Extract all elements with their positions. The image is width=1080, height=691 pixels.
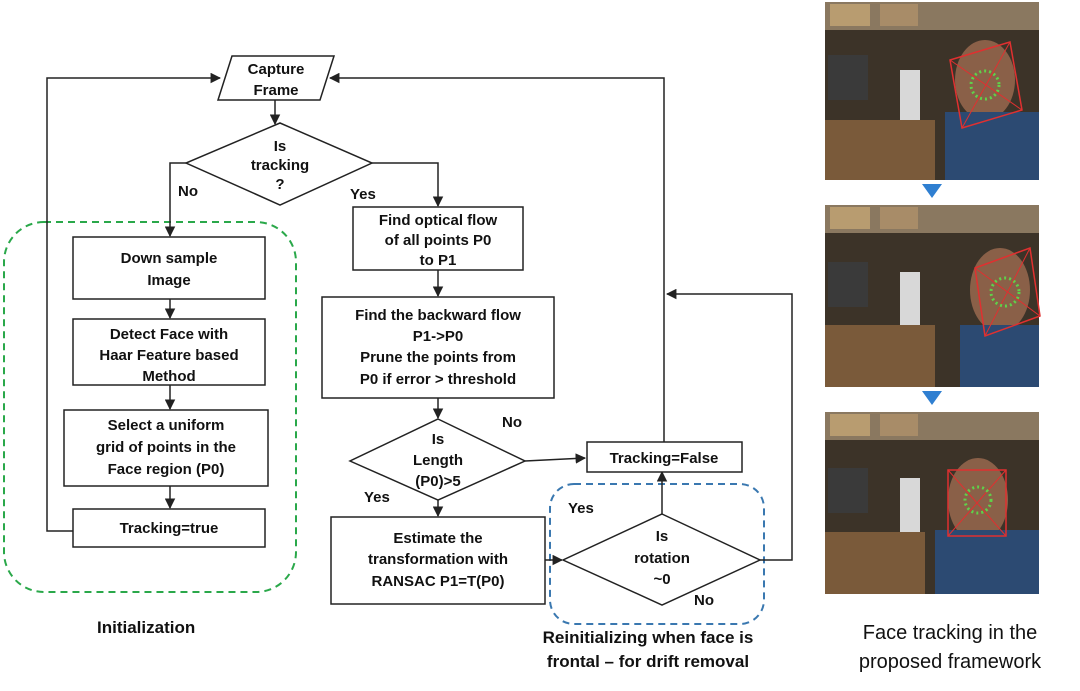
edge-label-no-length: No: [502, 414, 522, 431]
tracking-true-node: Tracking=true: [72, 508, 266, 548]
backward-flow-line-2: P1->P0: [413, 328, 463, 345]
capture-frame-node: Capture Frame: [216, 55, 336, 101]
down-arrow-icon: [922, 391, 942, 405]
edge-label-yes-length: Yes: [364, 489, 390, 506]
backward-flow-line-4: P0 if error > threshold: [360, 371, 516, 388]
down-sample-node: Down sample Image: [72, 236, 266, 300]
is-rotation-line-3: ~0: [653, 571, 670, 588]
is-rotation-decision: Is rotation ~0: [561, 513, 762, 606]
is-length-line-1: Is: [432, 431, 445, 448]
caption-reinit-line-2: frontal – for drift removal: [547, 652, 749, 671]
face-frame-2: [825, 205, 1041, 387]
optical-flow-line-1: Find optical flow: [379, 212, 498, 229]
edges: [46, 72, 793, 566]
face-frame-3: [825, 412, 1039, 594]
optical-flow-node: Find optical flow of all points P0 to P1: [352, 206, 524, 271]
capture-frame-line-1: Capture: [248, 61, 305, 78]
estimate-line-1: Estimate the: [393, 530, 482, 547]
backward-flow-line-1: Find the backward flow: [355, 307, 521, 324]
caption-face-line-2: proposed framework: [859, 651, 1042, 673]
is-length-line-2: Length: [413, 452, 463, 469]
is-length-line-3: (P0)>5: [415, 473, 460, 490]
edge-label-yes-tracking: Yes: [350, 186, 376, 203]
detect-face-line-2: Haar Feature based: [99, 347, 238, 364]
backward-flow-node: Find the backward flow P1->P0 Prune the …: [321, 296, 555, 399]
select-grid-line-1: Select a uniform: [108, 417, 225, 434]
edge-label-yes-rotation: Yes: [568, 500, 594, 517]
select-grid-node: Select a uniform grid of points in the F…: [63, 409, 269, 487]
tracking-true-label: Tracking=true: [120, 520, 219, 537]
is-rotation-line-2: rotation: [634, 550, 690, 567]
backward-flow-line-3: Prune the points from: [360, 349, 516, 366]
optical-flow-line-2: of all points P0: [385, 232, 492, 249]
tracking-false-node: Tracking=False: [586, 441, 743, 473]
edge-label-no-tracking: No: [178, 183, 198, 200]
is-tracking-decision: Is tracking ?: [184, 122, 374, 206]
is-length-decision: Is Length (P0)>5: [348, 418, 527, 501]
initialization-group: [3, 221, 297, 593]
tracking-false-label: Tracking=False: [610, 450, 719, 467]
down-sample-line-1: Down sample: [121, 250, 218, 267]
is-tracking-line-1: Is: [274, 138, 287, 155]
detect-face-line-1: Detect Face with: [110, 326, 228, 343]
detect-face-line-3: Method: [142, 368, 195, 385]
face-frame-1: [825, 2, 1039, 180]
estimate-transformation-node: Estimate the transformation with RANSAC …: [330, 516, 546, 605]
caption-face-line-1: Face tracking in the: [863, 622, 1038, 644]
caption-reinit-line-1: Reinitializing when face is: [543, 628, 754, 647]
estimate-line-3: RANSAC P1=T(P0): [372, 573, 505, 590]
reinitializing-group: [549, 483, 765, 625]
is-tracking-line-2: tracking: [251, 157, 309, 174]
select-grid-line-3: Face region (P0): [108, 461, 225, 478]
caption-initialization: Initialization: [97, 618, 195, 637]
is-rotation-line-1: Is: [656, 528, 669, 545]
select-grid-line-2: grid of points in the: [96, 439, 236, 456]
down-sample-line-2: Image: [147, 272, 190, 289]
edge-label-no-rotation: No: [694, 592, 714, 609]
detect-face-node: Detect Face with Haar Feature based Meth…: [72, 318, 266, 386]
optical-flow-line-3: to P1: [420, 252, 457, 269]
capture-frame-line-2: Frame: [253, 82, 298, 99]
is-tracking-line-3: ?: [275, 176, 284, 193]
down-arrow-icon: [922, 184, 942, 198]
estimate-line-2: transformation with: [368, 551, 508, 568]
